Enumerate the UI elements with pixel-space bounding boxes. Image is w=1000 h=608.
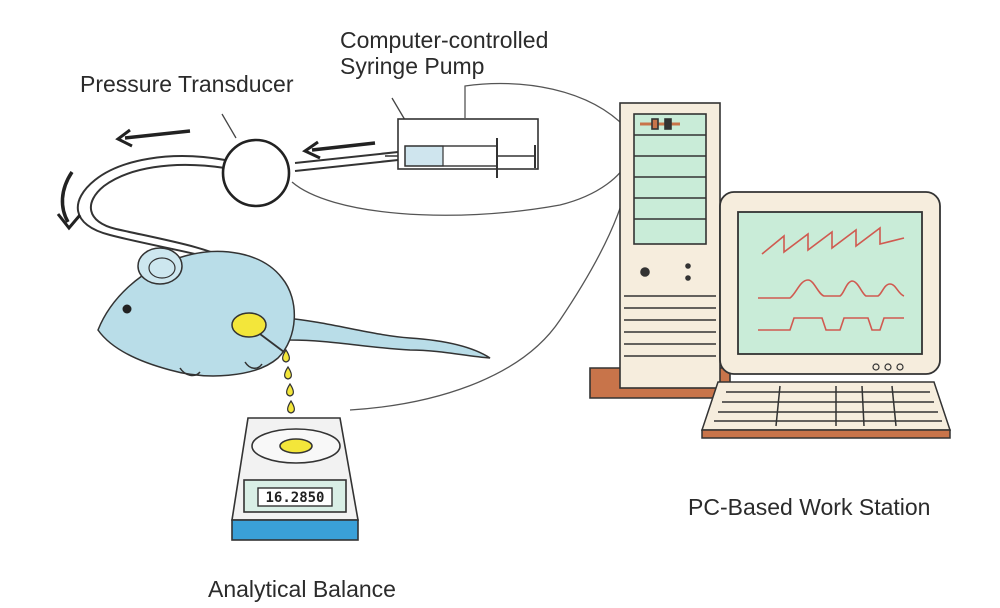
monitor-traces	[758, 226, 905, 331]
wire-transducer-to-computer	[291, 159, 629, 216]
connection-wires	[291, 82, 629, 411]
arrow-left-icon	[115, 128, 376, 160]
flow-trace	[758, 279, 905, 299]
mouse-body	[97, 250, 295, 377]
mouse-eye	[122, 304, 132, 314]
mouse	[97, 247, 491, 377]
pressure-transducer	[221, 138, 291, 208]
keyboard	[700, 381, 952, 439]
pressure-transducer-label: Pressure Transducer	[80, 71, 294, 97]
balance-display-readout: 16.2850	[265, 490, 324, 506]
mouse-ear	[137, 247, 183, 285]
arrow-curve-icon	[56, 171, 82, 231]
pressure-trace	[761, 226, 905, 255]
syringe-pump-label-line2: Syringe Pump	[340, 53, 484, 79]
computer-tower	[589, 102, 731, 399]
syringe-pump	[385, 97, 539, 178]
bladder-yellow	[231, 312, 267, 338]
analytical-balance	[231, 417, 359, 541]
syringe-pump-label-line1: Computer-controlled	[340, 27, 548, 53]
pump-leader-line	[391, 97, 406, 121]
weight-trace	[758, 317, 904, 331]
balance-label: Analytical Balance	[208, 576, 396, 602]
transducer-leader-line	[221, 113, 237, 139]
balance-sample	[279, 438, 313, 454]
wire-pump-to-computer	[464, 82, 629, 131]
workstation-label: PC-Based Work Station	[688, 494, 930, 520]
mouse-tail	[284, 317, 491, 359]
drop-icon	[282, 348, 295, 414]
wire-balance-to-computer	[349, 179, 629, 411]
computer-monitor	[719, 191, 941, 375]
